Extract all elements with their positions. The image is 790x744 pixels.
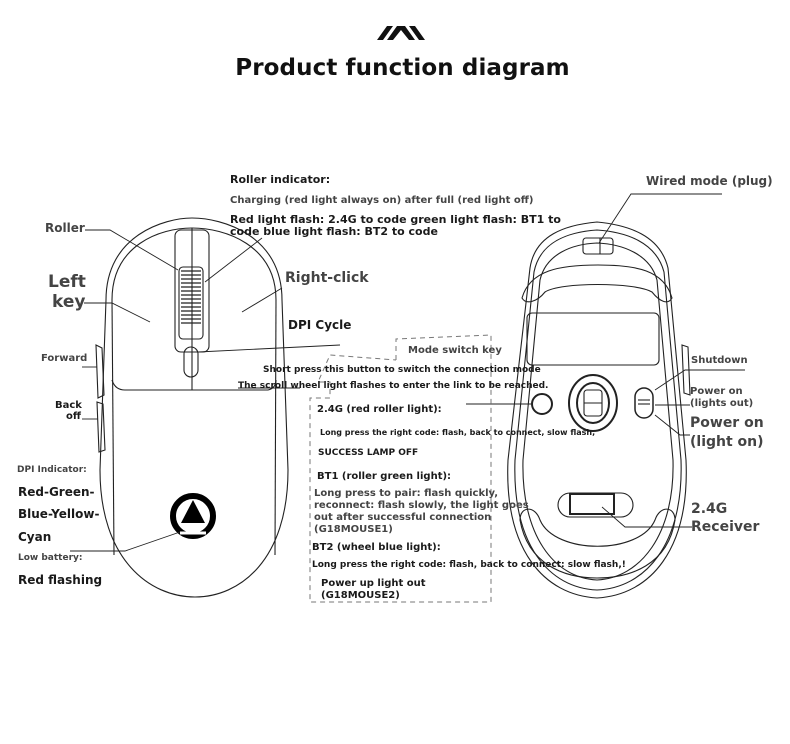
power-switch-shape: [634, 387, 654, 419]
page-title: Product function diagram: [235, 55, 570, 81]
forward-label: Forward: [41, 353, 88, 364]
bt2-description: Long press the right code: flash, back t…: [312, 560, 626, 570]
top-skate-shape: [521, 264, 673, 303]
dpi-button-shape: [183, 346, 199, 378]
roller-pairing-line1: Red light flash: 2.4G to code green ligh…: [230, 213, 561, 226]
scroll-wheel-text: The scroll wheel light flashes to enter …: [238, 381, 549, 391]
usb-plug-shape: [582, 237, 614, 255]
left-key-label-2: key: [52, 292, 86, 312]
power-up-line: (G18MOUSE2): [321, 590, 400, 601]
receiver-label: 2.4G Receiver: [691, 500, 759, 536]
roller-label: Roller: [45, 221, 85, 235]
roller-pairing-line2: code blue light flash: BT2 to code: [230, 225, 438, 238]
power-on-light-on-label: Power on (light on): [690, 414, 764, 452]
bottom-skate-shape: [519, 508, 676, 579]
bt1-desc-line: Long press to pair: flash quickly,: [314, 488, 499, 499]
shutdown-label: Shutdown: [691, 355, 748, 366]
back-button-shape: [96, 401, 106, 453]
mode-switch-button-shape: [531, 393, 553, 415]
bt1-desc-line: out after successful connection: [314, 512, 492, 523]
power-on-lights-out-label: Power on (lights out): [690, 386, 753, 410]
dpi-cycle-label: DPI Cycle: [288, 318, 352, 332]
scroll-wheel-icon: [181, 270, 201, 324]
brand-logo-icon: [377, 26, 425, 40]
mouse-bottom-outline: [507, 221, 687, 599]
dpi-color-3: Cyan: [18, 530, 52, 544]
power-on-out-line: (lights out): [690, 398, 754, 409]
sensor-window-shape: [526, 312, 660, 366]
dpi-color-1: Red-Green-: [18, 485, 95, 499]
power-on-out-line: Power on: [690, 386, 743, 397]
receiver-line: 2.4G: [691, 501, 728, 517]
bt1-desc-line: (G18MOUSE1): [314, 524, 393, 535]
power-on-on-line: Power on: [690, 415, 764, 431]
bt2-heading: BT2 (wheel blue light):: [312, 542, 441, 553]
left-key-label-1: Left: [48, 272, 86, 292]
back-label-1: Back: [55, 400, 82, 411]
right-click-label: Right-click: [285, 270, 369, 286]
low-battery-heading: Low battery:: [18, 553, 83, 563]
g24-description: Long press the right code: flash, back t…: [320, 428, 596, 437]
dpi-indicator-heading: DPI Indicator:: [17, 465, 87, 475]
power-up-line: Power up light out: [321, 578, 426, 589]
power-up-text: Power up light out (G18MOUSE2): [321, 578, 426, 602]
g24-heading: 2.4G (red roller light):: [317, 404, 442, 415]
success-text: SUCCESS LAMP OFF: [318, 448, 419, 458]
bt1-heading: BT1 (roller green light):: [317, 471, 452, 482]
receiver-line: Receiver: [691, 519, 760, 535]
low-battery-value: Red flashing: [18, 573, 103, 587]
bt1-desc-line: reconnect: flash slowly, the light goes: [314, 500, 529, 511]
dpi-color-2: Blue-Yellow-: [18, 507, 100, 521]
short-press-text: Short press this button to switch the co…: [263, 365, 541, 375]
roller-charging-text: Charging (red light always on) after ful…: [230, 195, 534, 206]
mouse-top-outline: [99, 217, 289, 598]
mouse-bottom-view: [507, 221, 691, 599]
mode-switch-box: [309, 334, 492, 603]
forward-button-shape: [95, 344, 105, 399]
bt1-description: Long press to pair: flash quickly, recon…: [314, 488, 529, 536]
dpi-indicator-ring: [170, 493, 216, 539]
wired-mode-label: Wired mode (plug): [646, 174, 773, 188]
power-on-on-line: (light on): [690, 434, 764, 450]
back-label-2: off: [66, 411, 81, 422]
mode-switch-heading: Mode switch key: [408, 345, 502, 356]
roller-indicator-heading: Roller indicator:: [230, 173, 331, 186]
sensor-shape: [568, 374, 618, 432]
dpi-indicator-triangle: [181, 500, 205, 523]
mouse-top-view: [95, 217, 289, 598]
